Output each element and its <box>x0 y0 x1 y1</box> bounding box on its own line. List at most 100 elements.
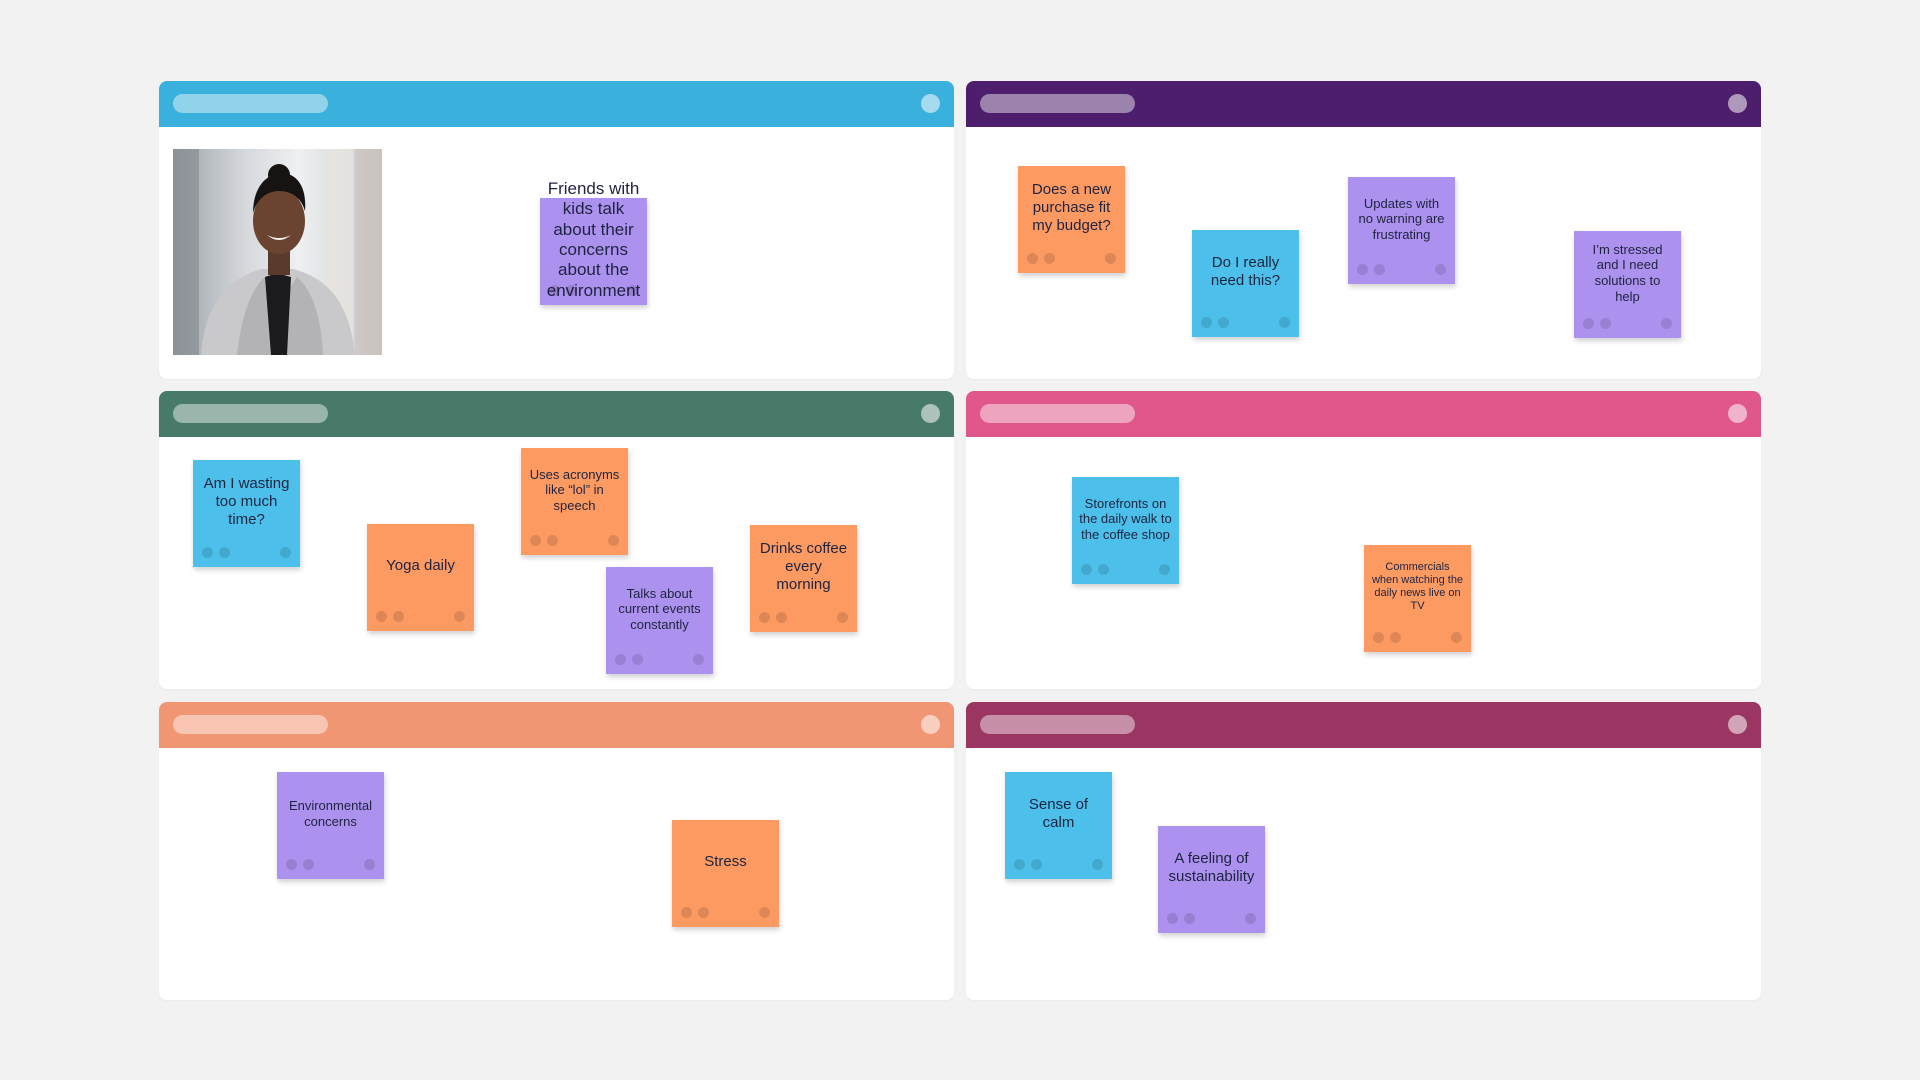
vote-dot <box>1245 913 1256 924</box>
vote-dot <box>1027 253 1038 264</box>
note-text: Drinks coffee every morning <box>759 540 848 593</box>
vote-dot <box>1014 859 1025 870</box>
header-title-placeholder[interactable] <box>980 715 1135 734</box>
sticky-note[interactable]: Talks about current events constantly <box>606 567 713 674</box>
vote-dot <box>627 285 638 296</box>
vote-dot <box>566 285 577 296</box>
panel-header <box>966 702 1761 748</box>
vote-dot <box>1661 318 1672 329</box>
vote-dot <box>681 907 692 918</box>
panel-1: Friends with kids talk about their conce… <box>159 81 954 379</box>
sticky-note[interactable]: Uses acronyms like “lol” in speech <box>521 448 628 555</box>
vote-dot <box>364 859 375 870</box>
header-title-placeholder[interactable] <box>980 404 1135 423</box>
vote-dot <box>759 907 770 918</box>
portrait-image <box>173 149 382 355</box>
vote-dot <box>1105 253 1116 264</box>
sticky-note[interactable]: Sense of calm <box>1005 772 1112 879</box>
note-text: Updates with no warning are frustrating <box>1358 195 1445 242</box>
note-text: I’m stressed and I need solutions to hel… <box>1592 241 1663 304</box>
vote-dot <box>1373 632 1384 643</box>
panel-6: Sense of calm A feeling of sustainabilit… <box>966 702 1761 1000</box>
note-text: Yoga daily <box>386 557 455 574</box>
vote-dot <box>1451 632 1462 643</box>
vote-dot <box>1374 264 1385 275</box>
note-text: Uses acronyms like “lol” in speech <box>529 466 620 513</box>
header-menu-dot[interactable] <box>1728 715 1747 734</box>
vote-dot <box>776 612 787 623</box>
vote-dot <box>549 285 560 296</box>
vote-dot <box>1184 913 1195 924</box>
header-title-placeholder[interactable] <box>173 94 328 113</box>
vote-dot <box>1167 913 1178 924</box>
sticky-note[interactable]: Does a new purchase fit my budget? <box>1018 166 1125 273</box>
panel-2: Does a new purchase fit my budget? Do I … <box>966 81 1761 379</box>
sticky-note[interactable]: Commercials when watching the daily news… <box>1364 545 1471 652</box>
vote-dot <box>1390 632 1401 643</box>
vote-dot <box>1583 318 1594 329</box>
note-text: Am I wasting too much time? <box>203 475 290 528</box>
header-title-placeholder[interactable] <box>173 404 328 423</box>
header-menu-dot[interactable] <box>1728 94 1747 113</box>
vote-dot <box>615 654 626 665</box>
portrait-photo <box>173 149 382 355</box>
note-text: Stress <box>704 853 747 870</box>
vote-dot <box>1201 317 1212 328</box>
panel-5: Environmental concerns Stress <box>159 702 954 1000</box>
vote-dot <box>837 612 848 623</box>
sticky-note[interactable]: Drinks coffee every morning <box>750 525 857 632</box>
note-text: Storefronts on the daily walk to the cof… <box>1079 495 1172 542</box>
vote-dot <box>1435 264 1446 275</box>
vote-dot <box>1044 253 1055 264</box>
vote-dot <box>1357 264 1368 275</box>
vote-dot <box>698 907 709 918</box>
sticky-note[interactable]: Yoga daily <box>367 524 474 631</box>
sticky-note[interactable]: Friends with kids talk about their conce… <box>540 178 647 305</box>
sticky-note[interactable]: A feeling of sustainability <box>1158 826 1265 933</box>
sticky-note[interactable]: Stress <box>672 820 779 927</box>
vote-dot <box>1600 318 1611 329</box>
vote-dot <box>393 611 404 622</box>
panel-header <box>966 81 1761 127</box>
vote-dot <box>759 612 770 623</box>
note-text: Do I really need this? <box>1210 254 1281 289</box>
vote-dot <box>202 547 213 558</box>
header-menu-dot[interactable] <box>921 715 940 734</box>
vote-dot <box>219 547 230 558</box>
vote-dot <box>1081 564 1092 575</box>
vote-dot <box>286 859 297 870</box>
header-title-placeholder[interactable] <box>980 94 1135 113</box>
header-menu-dot[interactable] <box>1728 404 1747 423</box>
note-text: Talks about current events constantly <box>618 585 701 632</box>
note-text: A feeling of sustainability <box>1168 850 1255 885</box>
header-menu-dot[interactable] <box>921 94 940 113</box>
vote-dot <box>1098 564 1109 575</box>
vote-dot <box>280 547 291 558</box>
vote-dot <box>632 654 643 665</box>
vote-dot <box>547 535 558 546</box>
vote-dot <box>608 535 619 546</box>
sticky-note[interactable]: Environmental concerns <box>277 772 384 879</box>
sticky-note[interactable]: Do I really need this? <box>1192 230 1299 337</box>
vote-dot <box>1159 564 1170 575</box>
panel-3: Am I wasting too much time? Yoga daily U… <box>159 391 954 689</box>
panel-4: Storefronts on the daily walk to the cof… <box>966 391 1761 689</box>
sticky-note[interactable]: Am I wasting too much time? <box>193 460 300 567</box>
note-text: Commercials when watching the daily news… <box>1371 560 1464 613</box>
panel-header <box>159 81 954 127</box>
panel-header <box>159 391 954 437</box>
sticky-note[interactable]: I’m stressed and I need solutions to hel… <box>1574 231 1681 338</box>
note-text: Environmental concerns <box>288 798 373 829</box>
vote-dot <box>693 654 704 665</box>
note-text: Friends with kids talk about their conce… <box>546 178 641 300</box>
vote-dot <box>303 859 314 870</box>
vote-dot <box>1218 317 1229 328</box>
sticky-note[interactable]: Updates with no warning are frustrating <box>1348 177 1455 284</box>
header-menu-dot[interactable] <box>921 404 940 423</box>
header-title-placeholder[interactable] <box>173 715 328 734</box>
panel-header <box>966 391 1761 437</box>
vote-dot <box>454 611 465 622</box>
note-text: Does a new purchase fit my budget? <box>1031 181 1112 234</box>
sticky-note[interactable]: Storefronts on the daily walk to the cof… <box>1072 477 1179 584</box>
